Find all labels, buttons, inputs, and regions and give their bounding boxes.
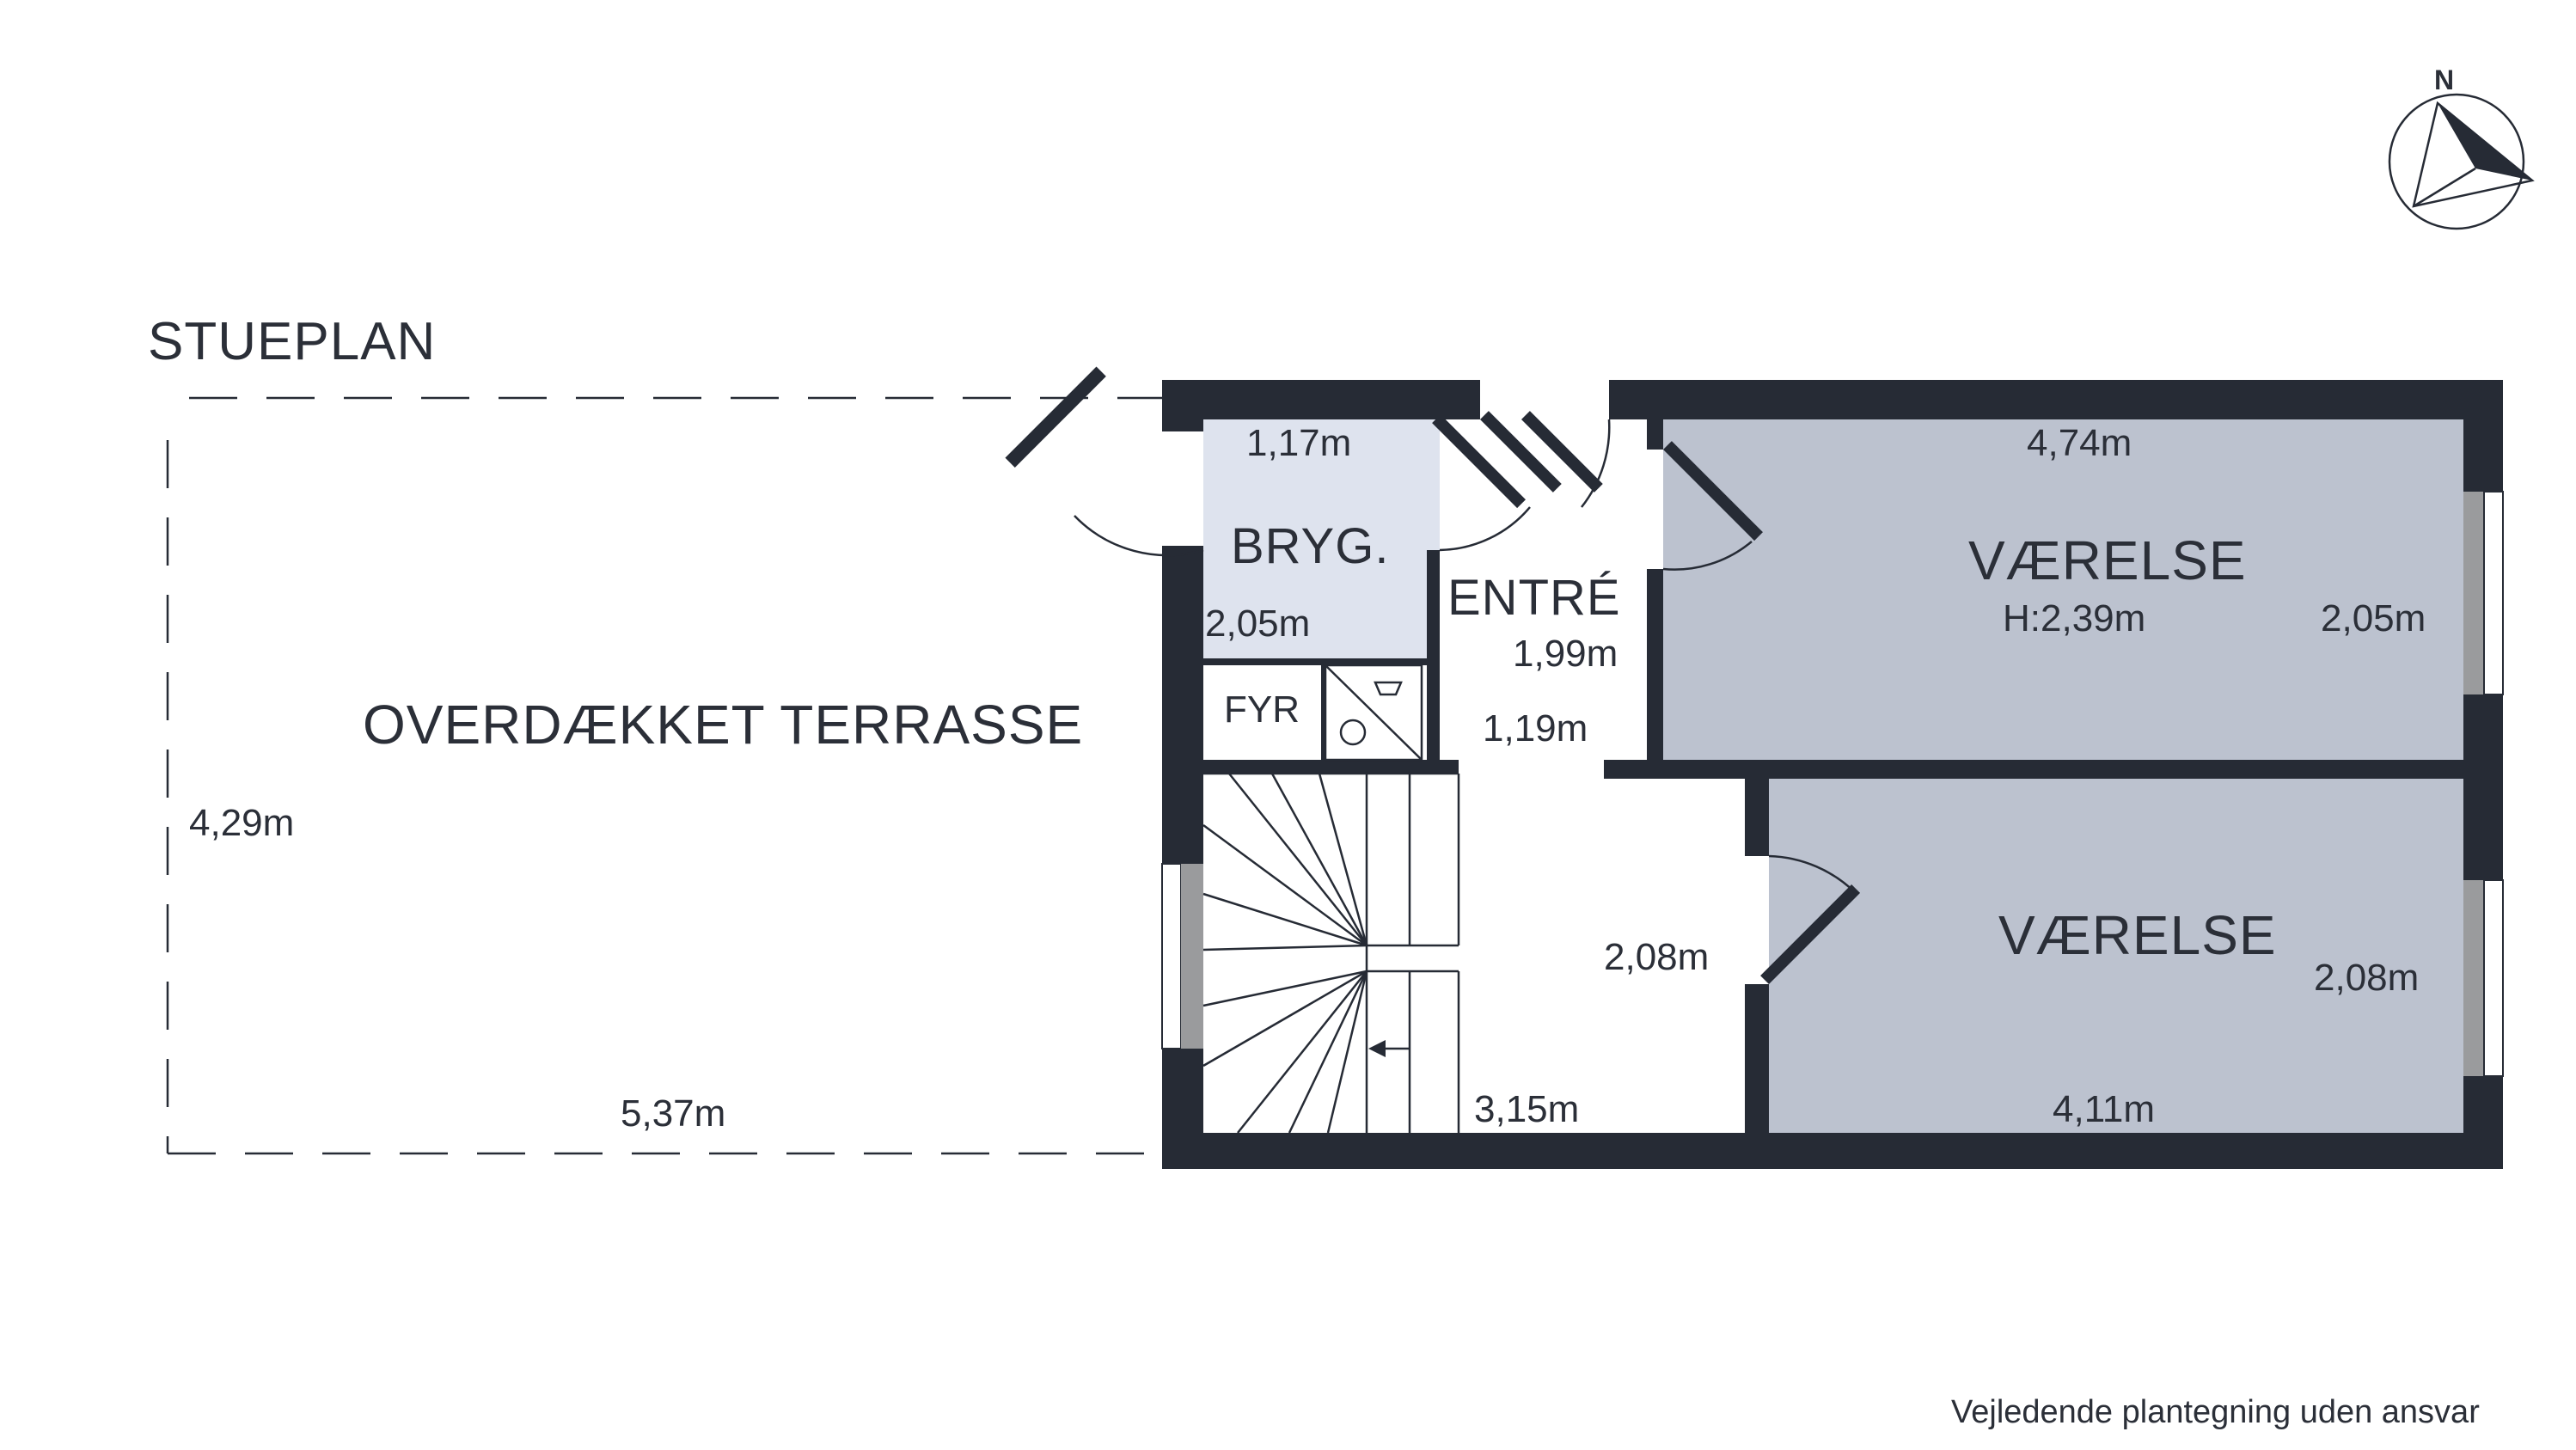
- outer-walls: [1162, 380, 2503, 1169]
- entre-name: ENTRÉ: [1447, 570, 1621, 626]
- vaerelse1-name: VÆRELSE: [1968, 529, 2247, 591]
- fyr-name: FYR: [1224, 688, 1300, 731]
- washing-machine-icon: [1324, 664, 1423, 762]
- stair-arrow-icon: [1368, 1040, 1410, 1057]
- entre-dim-d: 3,15m: [1474, 1088, 1579, 1130]
- north-label: N: [2434, 64, 2454, 95]
- interior-walls: [1162, 419, 2503, 1169]
- entre-dim-b: 1,19m: [1483, 707, 1588, 749]
- bryg-floor: [1203, 419, 1440, 660]
- vaerelse2-width: 4,11m: [2053, 1088, 2155, 1130]
- window-east-1: [2463, 491, 2504, 695]
- vaerelse2-depth: 2,08m: [2314, 957, 2419, 999]
- staircase: [1202, 772, 1460, 1134]
- bryg-width: 1,17m: [1246, 422, 1351, 464]
- door-entrance: [1479, 411, 1611, 508]
- window-east-2: [2463, 879, 2504, 1077]
- terrace-name: OVERDÆKKET TERRASSE: [363, 694, 1083, 756]
- door-bryg-east: [1432, 414, 1531, 552]
- terrace-width: 5,37m: [621, 1092, 725, 1135]
- entre-dim-c: 2,08m: [1604, 936, 1709, 978]
- vaerelse1-height: H:2,39m: [2003, 597, 2145, 639]
- vaerelse1-width: 4,74m: [2027, 422, 2132, 464]
- bryg-depth: 2,05m: [1205, 603, 1310, 645]
- bryg-name: BRYG.: [1231, 518, 1389, 574]
- window-west: [1161, 863, 1203, 1049]
- door-vaerelse1: [1662, 441, 1763, 571]
- door-vaerelse2: [1760, 854, 1861, 985]
- disclaimer: Vejledende plantegning uden ansvar: [1951, 1394, 2480, 1430]
- compass-icon: [2388, 93, 2535, 230]
- terrace-depth: 4,29m: [189, 802, 294, 844]
- vaerelse1-depth: 2,05m: [2321, 597, 2426, 639]
- plan-title: STUEPLAN: [148, 312, 436, 371]
- vaerelse2-floor: [1769, 779, 2463, 1133]
- door-bryg-west: [1005, 366, 1204, 557]
- vaerelse2-name: VÆRELSE: [1998, 904, 2277, 966]
- vaerelse1-floor: [1663, 419, 2464, 760]
- entre-dim-a: 1,99m: [1513, 633, 1618, 675]
- terrace-outline: [166, 396, 1166, 1155]
